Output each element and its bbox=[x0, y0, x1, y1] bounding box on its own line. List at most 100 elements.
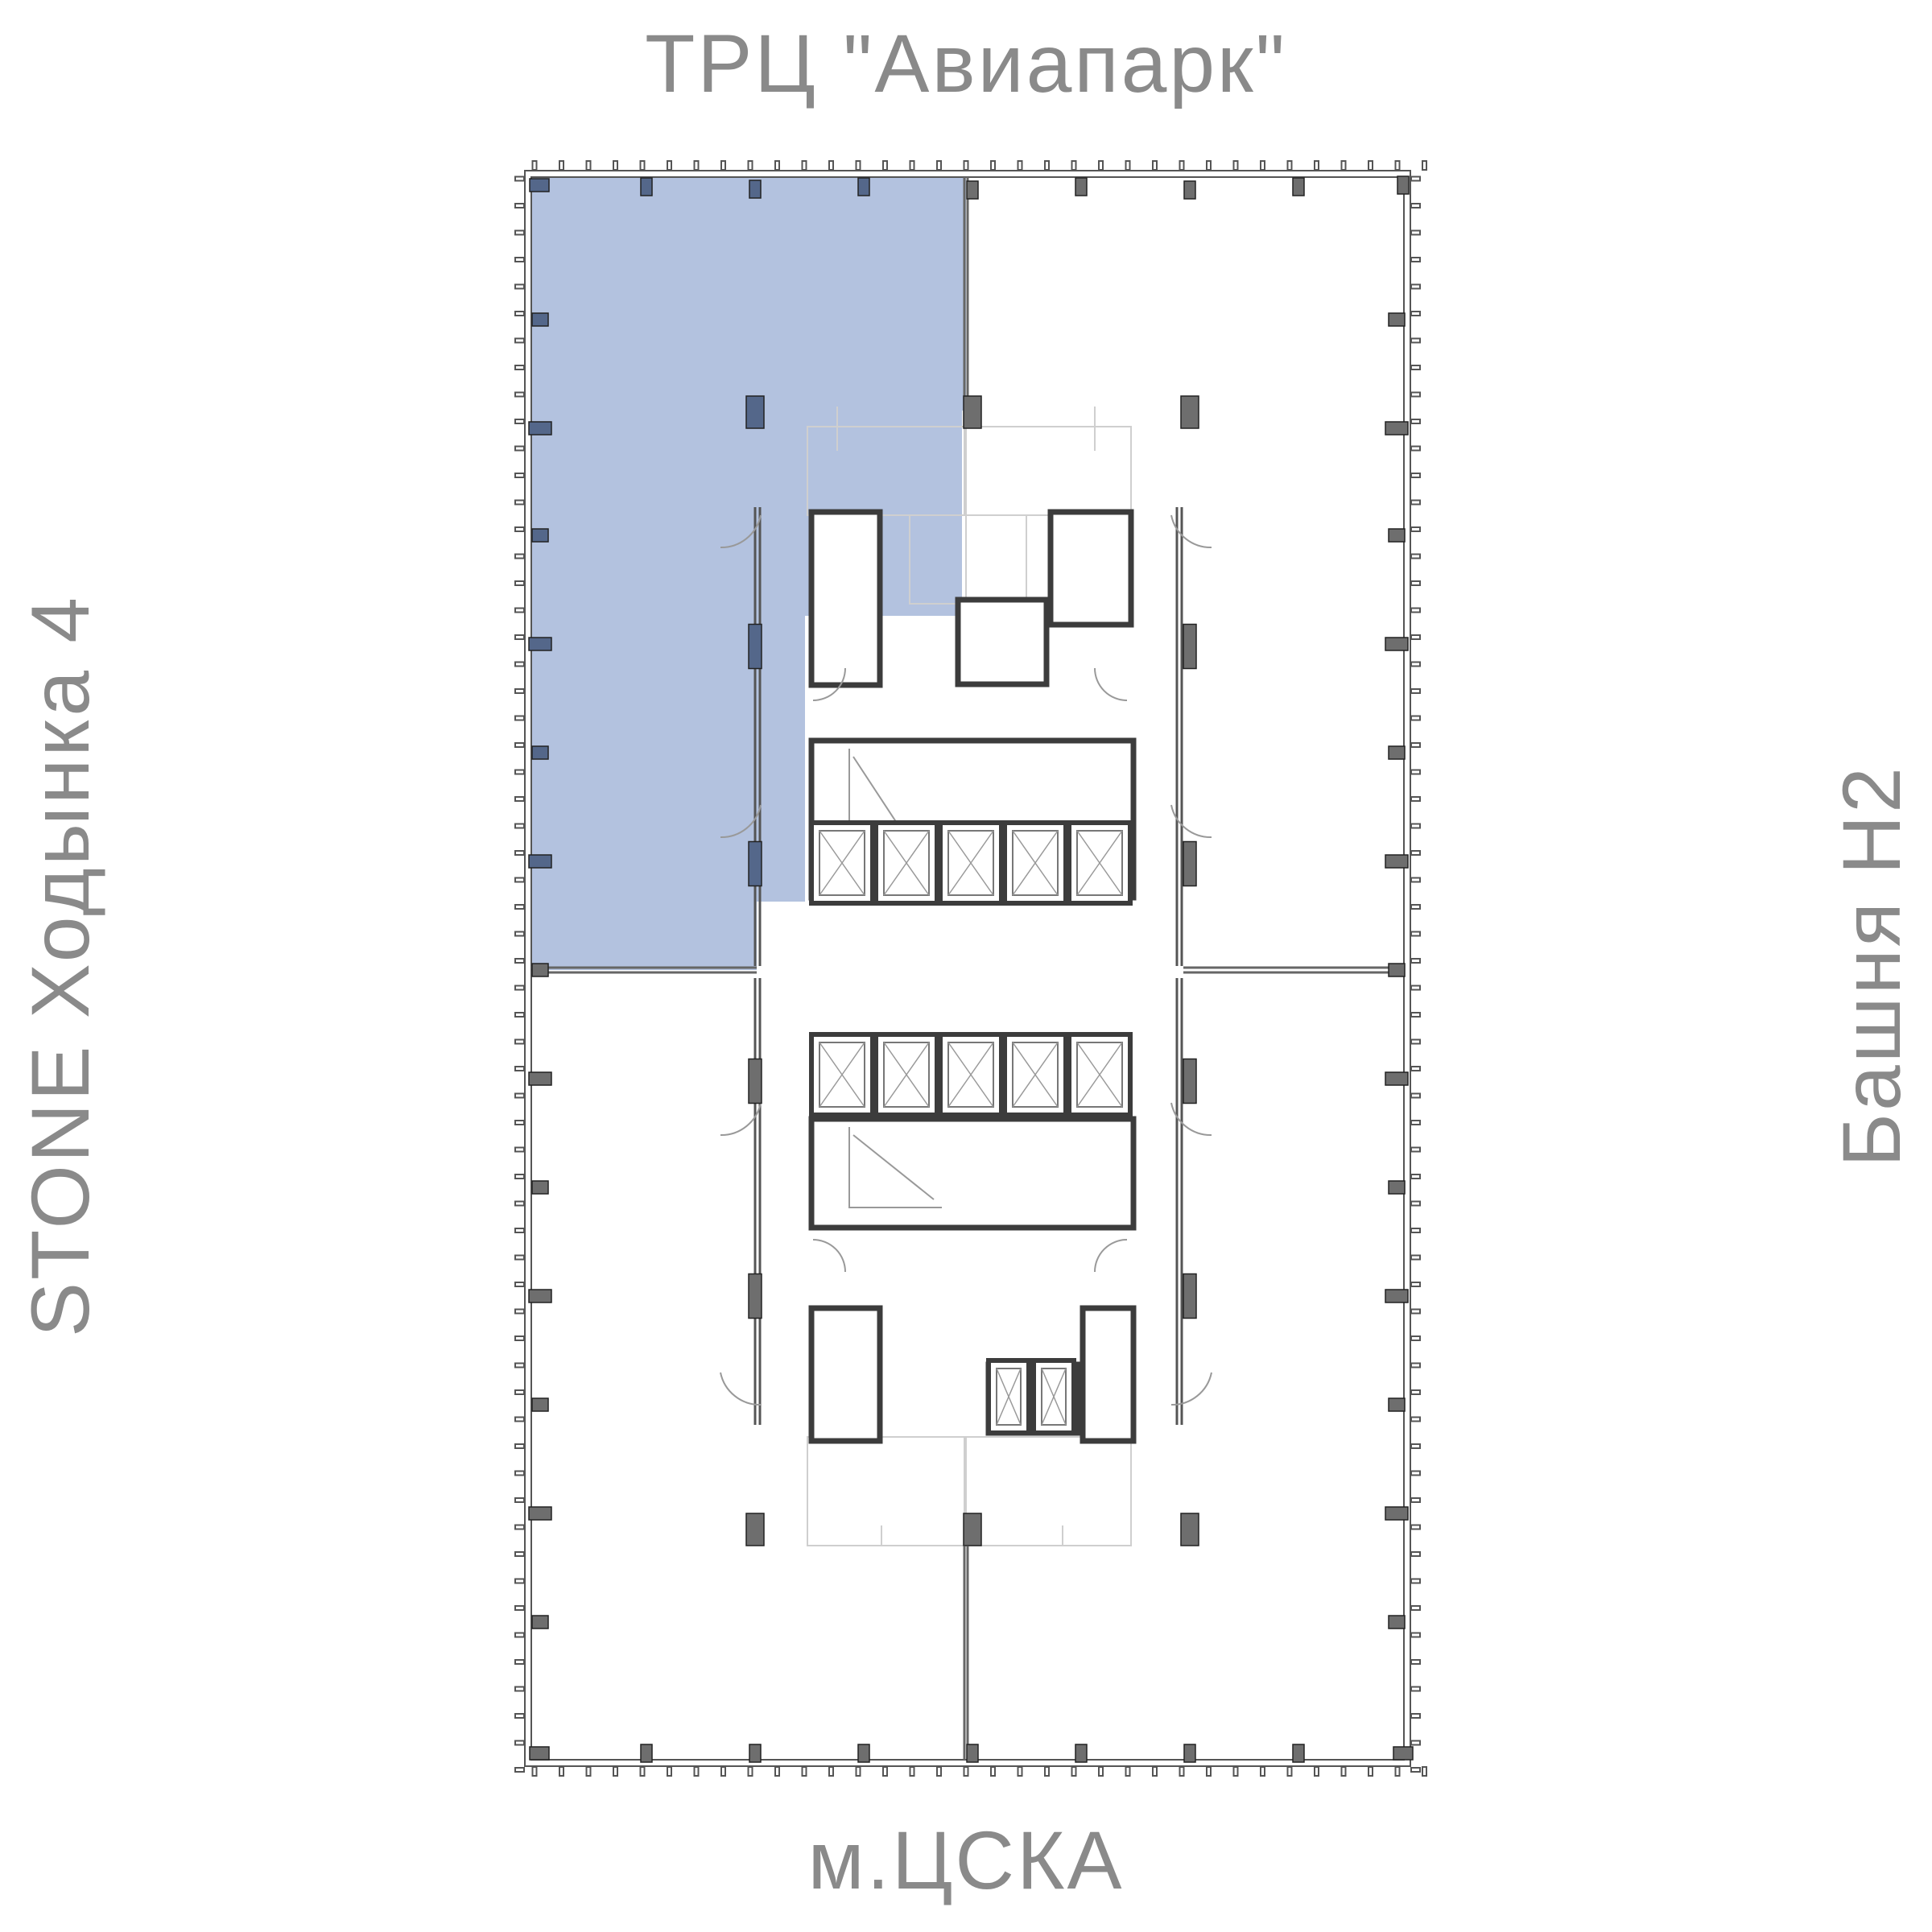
mullion bbox=[514, 877, 525, 883]
mullion bbox=[1098, 160, 1104, 171]
column bbox=[1385, 421, 1409, 436]
column bbox=[1388, 963, 1406, 977]
column bbox=[1388, 528, 1406, 543]
mullion bbox=[1125, 1766, 1131, 1777]
north-neighbor-label: ТРЦ "Авиапарк" bbox=[645, 18, 1287, 109]
mullion bbox=[1232, 1766, 1239, 1777]
mullion bbox=[990, 160, 996, 171]
mullion bbox=[514, 769, 525, 775]
mullion bbox=[613, 160, 618, 171]
mullion bbox=[1410, 1416, 1421, 1422]
mullion bbox=[1044, 160, 1050, 171]
mullion bbox=[1410, 1443, 1421, 1449]
mullion bbox=[1071, 160, 1077, 171]
mullion bbox=[1410, 1200, 1421, 1207]
mullion bbox=[693, 1766, 700, 1777]
mullion bbox=[1410, 229, 1421, 236]
mullion bbox=[514, 1713, 525, 1719]
structural-columns bbox=[528, 175, 1414, 1763]
column bbox=[531, 1615, 549, 1629]
mullion bbox=[1152, 1766, 1158, 1777]
selected-office-unit[interactable] bbox=[532, 177, 966, 970]
mullion bbox=[1410, 257, 1421, 262]
elevator-shaft bbox=[1067, 1032, 1133, 1117]
mullion bbox=[639, 1766, 646, 1777]
mullion bbox=[1260, 160, 1265, 171]
mullion bbox=[514, 661, 525, 667]
mullion bbox=[514, 1740, 525, 1746]
mullion bbox=[514, 1228, 525, 1233]
elevator-shaft bbox=[873, 1032, 939, 1117]
mullion bbox=[667, 1766, 672, 1777]
mullion bbox=[514, 229, 525, 236]
mullion bbox=[1071, 1766, 1077, 1777]
mullion bbox=[514, 1335, 525, 1341]
column bbox=[1385, 1506, 1409, 1521]
mullion bbox=[1206, 1766, 1212, 1777]
column bbox=[528, 637, 552, 651]
mullion bbox=[1044, 1766, 1050, 1777]
mullion bbox=[1410, 1012, 1421, 1018]
mullion bbox=[747, 160, 753, 171]
mullion bbox=[514, 1497, 525, 1503]
mullion bbox=[747, 1766, 753, 1777]
mullion bbox=[514, 1686, 525, 1692]
column bbox=[1388, 745, 1406, 760]
mullion bbox=[1410, 1308, 1421, 1315]
mullion bbox=[514, 931, 525, 937]
mullion bbox=[514, 203, 525, 208]
mullion bbox=[1410, 742, 1421, 748]
mullion bbox=[514, 311, 525, 316]
mullion bbox=[1410, 958, 1421, 964]
mullion bbox=[882, 1766, 888, 1777]
mullion bbox=[1410, 1120, 1421, 1125]
mullion bbox=[514, 419, 525, 424]
mullion bbox=[1410, 715, 1421, 721]
column bbox=[1183, 1058, 1197, 1104]
mullion bbox=[1368, 160, 1373, 171]
column bbox=[1388, 1397, 1406, 1412]
column bbox=[966, 180, 979, 200]
column bbox=[748, 623, 762, 670]
mullion bbox=[514, 1524, 525, 1530]
mullion bbox=[514, 1308, 525, 1315]
mullion bbox=[585, 160, 592, 171]
south-neighbor-label: м.ЦСКА bbox=[807, 1814, 1125, 1906]
elevator-shaft bbox=[938, 820, 1004, 906]
mullion bbox=[1410, 1605, 1421, 1611]
column bbox=[748, 1273, 762, 1319]
column bbox=[528, 421, 552, 436]
mullion bbox=[1410, 175, 1421, 182]
column bbox=[531, 528, 549, 543]
mullion bbox=[1410, 1092, 1421, 1099]
mullion bbox=[1206, 160, 1212, 171]
mullion bbox=[1410, 365, 1421, 370]
mullion bbox=[514, 1470, 525, 1476]
mullion bbox=[514, 175, 525, 182]
elevator-shaft bbox=[809, 1032, 875, 1117]
mullion bbox=[514, 1416, 525, 1422]
column bbox=[963, 395, 982, 429]
mullion bbox=[1340, 160, 1347, 171]
mullion bbox=[1410, 904, 1421, 910]
column bbox=[1183, 623, 1197, 670]
mullion bbox=[990, 1766, 996, 1777]
mullion bbox=[514, 1012, 525, 1018]
mullion bbox=[514, 1120, 525, 1125]
mullion bbox=[514, 1578, 525, 1584]
mullion bbox=[514, 1443, 525, 1449]
mullion bbox=[514, 1254, 525, 1261]
column bbox=[529, 178, 550, 192]
column bbox=[1180, 1513, 1199, 1546]
mullion bbox=[1410, 1497, 1421, 1503]
mullion bbox=[1410, 445, 1421, 452]
mullion bbox=[1422, 1766, 1427, 1777]
core-rooms bbox=[808, 509, 1137, 1444]
mullion bbox=[1410, 391, 1421, 398]
mullion bbox=[909, 160, 915, 171]
mullion bbox=[1410, 1174, 1421, 1179]
mullion bbox=[514, 715, 525, 721]
mullion bbox=[693, 160, 700, 171]
mullion bbox=[559, 160, 564, 171]
